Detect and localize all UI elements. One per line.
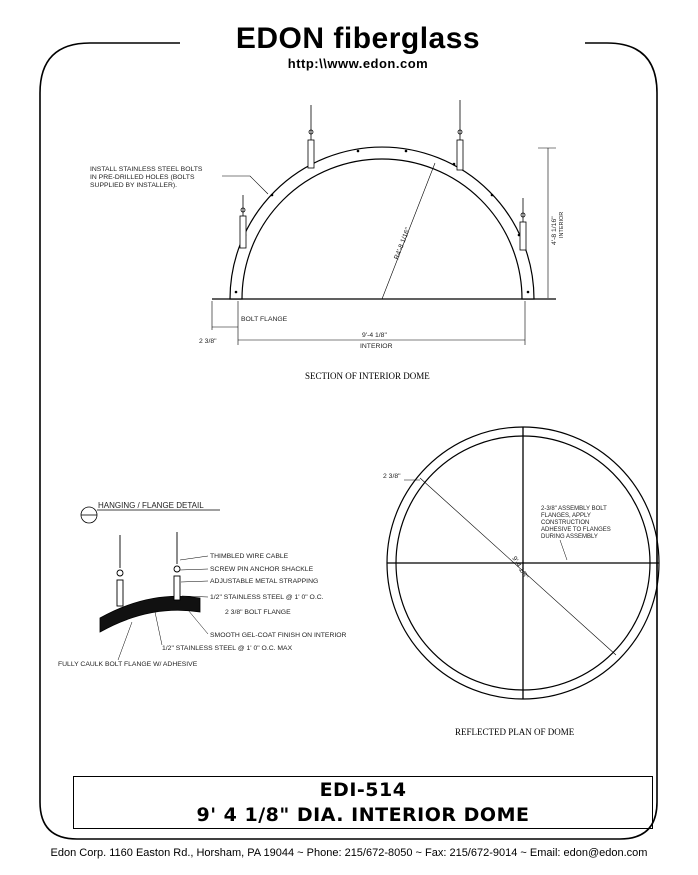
plan-flange-width-label: 2 3/8" bbox=[383, 473, 401, 480]
height-label: 4'-8 1/16" bbox=[551, 216, 558, 245]
drawing-code: EDI-514 bbox=[319, 779, 407, 801]
dome-hangers bbox=[239, 100, 527, 251]
detail-callout-steel: 1/2" STAINLESS STEEL @ 1' 0" O.C. bbox=[210, 594, 324, 601]
plan-note-line-1: 2-3/8" ASSEMBLY BOLT bbox=[541, 506, 607, 512]
flange-detail: HANGING / FLANGE DETAIL THIMBLED WIRE CA… bbox=[58, 501, 347, 668]
dome-shell bbox=[229, 146, 535, 300]
section-drawing: R4'-8 1/16" 4'-8 1/16" INTERIOR INSTALL … bbox=[90, 100, 565, 381]
plan-note-line-3: CONSTRUCTION bbox=[541, 520, 589, 526]
detail-callout-gelcoat: SMOOTH GEL-COAT FINISH ON INTERIOR bbox=[210, 632, 347, 639]
section-note-line-1: INSTALL STAINLESS STEEL BOLTS bbox=[90, 166, 203, 173]
height-sub-label: INTERIOR bbox=[559, 212, 565, 238]
detail-title: HANGING / FLANGE DETAIL bbox=[98, 501, 204, 510]
section-note-line-2: IN PRE-DRILLED HOLES (BOLTS bbox=[90, 174, 195, 181]
plan-caption: REFLECTED PLAN OF DOME bbox=[455, 727, 575, 737]
title-block: EDI-514 9' 4 1/8" DIA. INTERIOR DOME bbox=[73, 776, 653, 829]
detail-callout-cable: THIMBLED WIRE CABLE bbox=[210, 553, 289, 560]
bolt-flange-label: BOLT FLANGE bbox=[241, 316, 288, 323]
detail-callout-strapping: ADJUSTABLE METAL STRAPPING bbox=[210, 578, 318, 585]
detail-shell bbox=[99, 595, 201, 633]
plan-diameter-label: 9'-4 1/8" bbox=[510, 555, 529, 580]
company-url: http:\\www.edon.com bbox=[287, 56, 429, 71]
plan-note-line-5: DURING ASSEMBLY bbox=[541, 534, 598, 540]
section-note-line-3: SUPPLIED BY INSTALLER). bbox=[90, 182, 177, 189]
company-name: EDON fiberglass bbox=[235, 22, 481, 55]
detail-callout-steel-max: 1/2" STAINLESS STEEL @ 1' 0" O.C. MAX bbox=[162, 645, 293, 652]
detail-callout-flange: 2 3/8" BOLT FLANGE bbox=[225, 609, 291, 616]
width-sub-label: INTERIOR bbox=[360, 343, 393, 350]
section-caption: SECTION OF INTERIOR DOME bbox=[305, 371, 430, 381]
plan-note-line-2: FLANGES, APPLY bbox=[541, 513, 591, 519]
plan-drawing: 9'-4 1/8" 2 3/8" 2-3/8" ASSEMBLY BOLT FL… bbox=[383, 426, 660, 737]
width-label: 9'-4 1/8" bbox=[362, 332, 387, 339]
detail-callout-shackle: SCREW PIN ANCHOR SHACKLE bbox=[210, 566, 314, 573]
drawing-description: 9' 4 1/8" DIA. INTERIOR DOME bbox=[196, 804, 530, 826]
sheet-border bbox=[39, 42, 658, 840]
radius-label: R4'-8 1/16" bbox=[393, 226, 412, 260]
plan-note-line-4: ADHESIVE TO FLANGES bbox=[541, 527, 611, 533]
footer-contact: Edon Corp. 1160 Easton Rd., Horsham, PA … bbox=[50, 847, 648, 859]
flange-width-label: 2 3/8" bbox=[199, 338, 217, 345]
detail-callout-caulk: FULLY CAULK BOLT FLANGE W/ ADHESIVE bbox=[58, 661, 198, 668]
